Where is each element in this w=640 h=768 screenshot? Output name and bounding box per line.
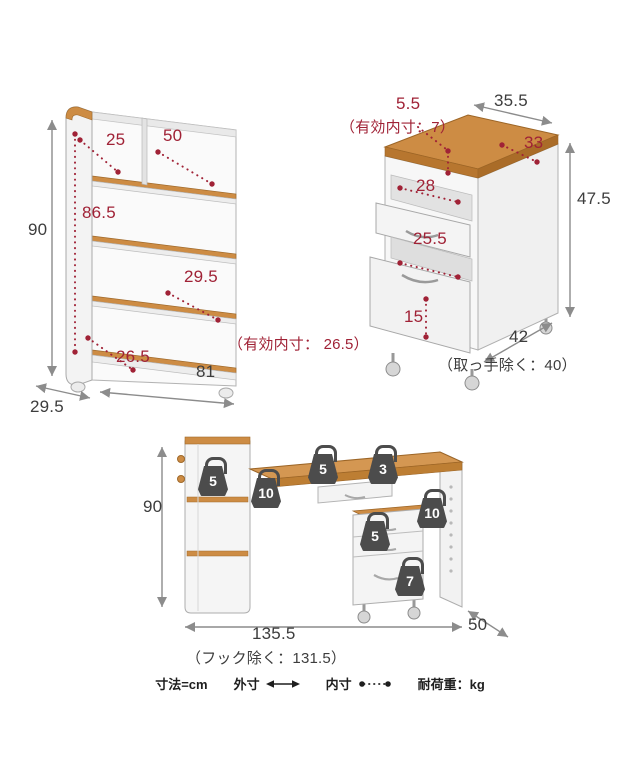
wagon-drawing — [369, 102, 576, 391]
bookshelf-outer-dim-arrows — [35, 120, 235, 409]
legend-unit: 寸法=cm — [155, 677, 208, 692]
load-value: 5 — [360, 521, 390, 551]
bookshelf-top-right-inner-label: 50 — [163, 126, 183, 145]
desk-outer-dim-arrows — [156, 447, 509, 638]
load-value: 5 — [308, 454, 338, 484]
load-badge-desktop-left: 5 — [308, 445, 338, 484]
wagon-lower-inner-note: （有効内寸： 26.5） — [228, 336, 369, 353]
load-value: 10 — [251, 478, 281, 508]
load-badge-desktop-right: 3 — [368, 445, 398, 484]
wagon-body — [369, 114, 560, 391]
side-panel-holes — [449, 485, 453, 573]
inner-dim-arrow-icon — [358, 680, 391, 687]
bookshelf-width-label: 81 — [196, 362, 216, 381]
bookshelf-drawing — [35, 106, 237, 409]
wagon-height-label: 47.5 — [577, 189, 611, 208]
legend-inner-label: 内寸 — [325, 677, 352, 692]
wagon-top-clearance-note: （有効内寸：7） — [340, 119, 455, 136]
bookshelf-height-label: 90 — [28, 220, 48, 239]
outer-dim-arrow-icon — [265, 679, 300, 688]
bookshelf-middle-inner-label: 29.5 — [184, 267, 218, 286]
bookshelf-bottom-inner-label: 26.5 — [116, 347, 150, 366]
legend-load: 耐荷重：kg — [417, 677, 485, 692]
load-value: 10 — [417, 498, 447, 528]
load-badge-wagon-top: 5 — [360, 512, 390, 551]
load-badge-shelf-mid: 10 — [251, 469, 281, 508]
wagon-top-inner-depth-label: 33 — [524, 133, 544, 152]
load-value: 7 — [395, 566, 425, 596]
load-value: 3 — [368, 454, 398, 484]
wagon-top-clearance-label: 5.5 — [396, 94, 421, 113]
wagon-drawer-inner-width-label: 28 — [416, 176, 436, 195]
wagon-depth-note: （取っ手除く：40） — [438, 357, 577, 374]
bookshelf-body — [65, 106, 237, 399]
bookshelf-depth-label: 29.5 — [30, 397, 64, 416]
legend: 寸法=cm 外寸 内寸 耐荷重：kg — [0, 674, 640, 693]
wagon-lower-inner-height-label: 15 — [404, 307, 424, 326]
wagon-outer-dim-arrows — [473, 102, 576, 363]
bookshelf-inner-dim-arrows — [72, 131, 221, 373]
wagon-width-label: 35.5 — [494, 91, 528, 110]
desk-width-label: 135.5 — [252, 624, 296, 643]
load-badge-side: 10 — [417, 489, 447, 528]
legend-inner: 内寸 — [326, 674, 392, 693]
wagon-lower-inner-width-label: 25.5 — [413, 229, 447, 248]
desk-height-label: 90 — [143, 497, 163, 516]
legend-outer-label: 外寸 — [233, 677, 260, 692]
desk-depth-label: 50 — [468, 615, 488, 634]
wagon-depth-label: 42 — [509, 327, 529, 346]
legend-outer: 外寸 — [234, 674, 300, 693]
load-value: 5 — [198, 466, 228, 496]
bookshelf-inner-height-label: 86.5 — [82, 203, 116, 222]
bookshelf-top-left-inner-label: 25 — [106, 130, 126, 149]
load-badge-wagon-drawer: 7 — [395, 557, 425, 596]
desk-width-note: （フック除く：131.5） — [186, 650, 347, 667]
wagon-inner-dim-arrows — [397, 126, 540, 340]
load-badge-shelf-top: 5 — [198, 457, 228, 496]
